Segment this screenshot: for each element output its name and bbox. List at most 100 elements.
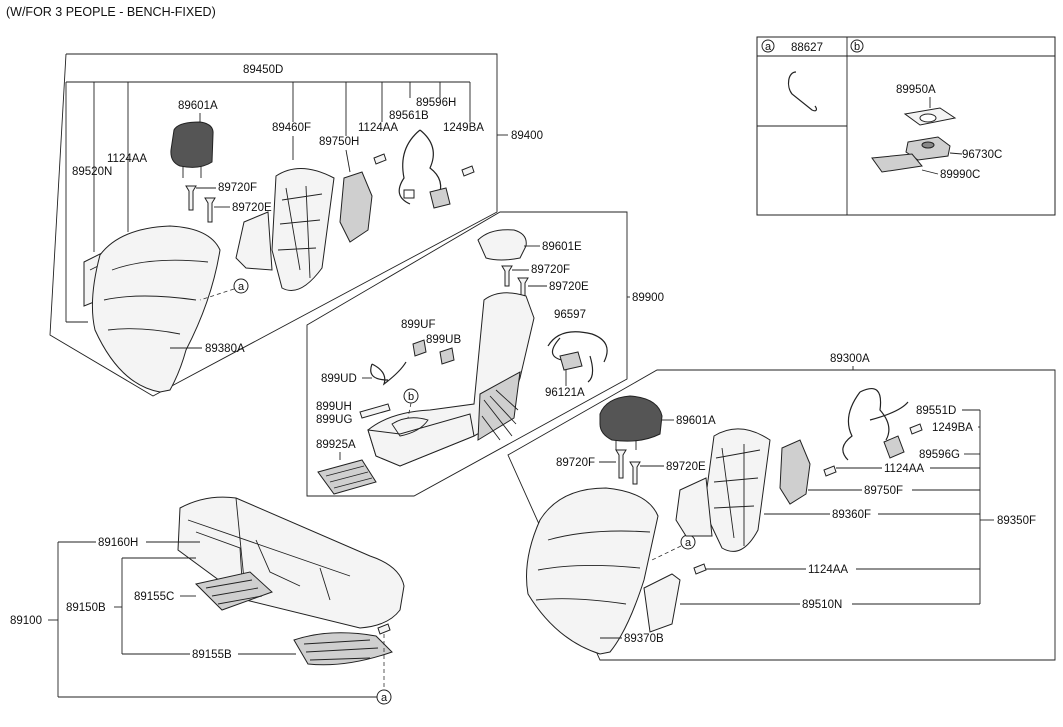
marker-b-armrest: b bbox=[408, 391, 414, 403]
seatback-frame-left bbox=[271, 167, 335, 291]
side-bracket-right bbox=[675, 477, 713, 537]
cup-holder-icon bbox=[317, 459, 377, 495]
cushion-pad-89155c bbox=[195, 571, 273, 611]
lumbar-actuator-right bbox=[779, 439, 811, 505]
legend-part-96730C: 96730C bbox=[962, 149, 1002, 161]
label-89160H: 89160H bbox=[98, 537, 138, 549]
seatback-shell-right bbox=[526, 487, 659, 655]
seatback-shell-left bbox=[91, 225, 221, 393]
screw-icon-cushion bbox=[377, 623, 391, 635]
armrest-headrest-icon bbox=[477, 229, 527, 261]
label-89155B: 89155B bbox=[192, 649, 232, 661]
legend-box: a 88627 b 89950A 96730C 89990C bbox=[756, 36, 1056, 216]
side-bracket-left bbox=[235, 211, 273, 271]
guide-icon-armrest-f bbox=[501, 265, 513, 287]
headrest-icon-left bbox=[170, 121, 214, 168]
clip-icon-899u bbox=[359, 403, 391, 419]
label-89370B: 89370B bbox=[624, 633, 664, 645]
label-89520N-left: 89520N bbox=[72, 166, 112, 178]
label-89720E-armrest: 89720E bbox=[549, 281, 589, 293]
label-1124AA-left-1: 1124AA bbox=[107, 153, 147, 165]
label-1124AA-right-1: 1124AA bbox=[884, 463, 924, 475]
armrest-connector bbox=[559, 351, 583, 371]
label-89601A-left: 89601A bbox=[178, 100, 218, 112]
switch-icon-899uf bbox=[412, 339, 427, 357]
label-89720E-right: 89720E bbox=[666, 461, 706, 473]
label-1249BA-left: 1249BA bbox=[443, 122, 484, 134]
marker-a-right: a bbox=[685, 537, 692, 549]
label-89300A: 89300A bbox=[830, 353, 870, 365]
label-1124AA-right-2: 1124AA bbox=[808, 564, 848, 576]
label-89561B: 89561B bbox=[389, 110, 429, 122]
seat-cushion bbox=[177, 496, 405, 629]
switch-icon-899ub bbox=[439, 347, 455, 365]
label-899UF: 899UF bbox=[401, 319, 436, 331]
side-cover-icon-right bbox=[643, 573, 681, 633]
label-89720F-right: 89720F bbox=[556, 457, 595, 469]
hook-clip-icon bbox=[787, 71, 818, 112]
screw-icon-left bbox=[461, 165, 475, 177]
guide-icon-armrest-e bbox=[517, 277, 529, 297]
label-89720F-armrest: 89720F bbox=[531, 264, 570, 276]
legend-part-89990C: 89990C bbox=[940, 169, 980, 181]
label-1249BA-right: 1249BA bbox=[932, 422, 973, 434]
label-89925A: 89925A bbox=[316, 439, 356, 451]
headrest-icon-right bbox=[599, 395, 663, 442]
guide-icon-left-f bbox=[185, 185, 197, 211]
label-89350F: 89350F bbox=[997, 515, 1036, 527]
wire-harness-right bbox=[842, 388, 909, 461]
left-seatback-group: 89450D 89400 89601A 1124AA 89520N 89720F… bbox=[49, 53, 543, 397]
marker-a-left: a bbox=[238, 281, 245, 293]
label-89900: 89900 bbox=[632, 292, 664, 304]
label-89155C: 89155C bbox=[134, 591, 174, 603]
label-89150B: 89150B bbox=[66, 602, 106, 614]
module-icon-left bbox=[429, 187, 451, 209]
legend-part-89950A: 89950A bbox=[896, 84, 936, 96]
label-899UD: 899UD bbox=[321, 373, 357, 385]
label-89380A: 89380A bbox=[205, 343, 245, 355]
guide-icon-left-e bbox=[204, 197, 216, 223]
label-89750F: 89750F bbox=[864, 485, 903, 497]
label-89720F-left: 89720F bbox=[218, 182, 257, 194]
label-89460F: 89460F bbox=[272, 122, 311, 134]
label-89450D: 89450D bbox=[243, 64, 283, 76]
diagram-title: (W/FOR 3 PEOPLE - BENCH-FIXED) bbox=[6, 5, 216, 19]
guide-icon-right-f bbox=[615, 449, 627, 479]
label-89596G: 89596G bbox=[919, 449, 960, 461]
label-899UG: 899UG bbox=[316, 414, 352, 426]
label-89601A-right: 89601A bbox=[676, 415, 716, 427]
label-89601E: 89601E bbox=[542, 241, 582, 253]
label-89510N: 89510N bbox=[802, 599, 842, 611]
bolt-icon-right-2 bbox=[693, 563, 707, 575]
module-icon-right bbox=[883, 435, 905, 459]
right-seatback-group: 89300A 89601A 89720F 89720E a 89370B 895… bbox=[507, 353, 1056, 661]
armrest-group: 89900 89601E 89720F 89720E 96597 96121A … bbox=[306, 211, 664, 497]
label-89551D: 89551D bbox=[916, 405, 956, 417]
bolt-icon-right-1 bbox=[823, 465, 837, 477]
label-1124AA-left-2: 1124AA bbox=[358, 122, 398, 134]
wire-harness-left bbox=[398, 129, 442, 205]
label-89720E-left: 89720E bbox=[232, 202, 272, 214]
guide-icon-right-e bbox=[629, 461, 641, 485]
screw-icon-right bbox=[909, 423, 923, 435]
lumbar-actuator-left bbox=[339, 171, 373, 243]
label-89100: 89100 bbox=[10, 615, 42, 627]
label-899UB: 899UB bbox=[426, 334, 461, 346]
module-icon bbox=[871, 153, 923, 173]
cushion-pad-89155b bbox=[293, 632, 393, 666]
legend-marker-b: b bbox=[854, 41, 860, 53]
legend-part-88627: 88627 bbox=[791, 42, 823, 54]
armrest-wire bbox=[547, 331, 608, 383]
bolt-icon-left-2 bbox=[373, 153, 387, 165]
label-89750H: 89750H bbox=[319, 136, 359, 148]
armrest-wire-899ud bbox=[370, 361, 407, 386]
cushion-group: 89160H 89150B 89155C 89155B 89100 a bbox=[10, 496, 405, 705]
legend-marker-a: a bbox=[765, 41, 772, 53]
marker-a-cushion: a bbox=[381, 692, 388, 704]
label-89400: 89400 bbox=[511, 130, 543, 142]
label-89596H: 89596H bbox=[416, 97, 456, 109]
label-96597: 96597 bbox=[554, 309, 586, 321]
label-89360F: 89360F bbox=[832, 509, 871, 521]
armrest-base bbox=[367, 413, 475, 467]
